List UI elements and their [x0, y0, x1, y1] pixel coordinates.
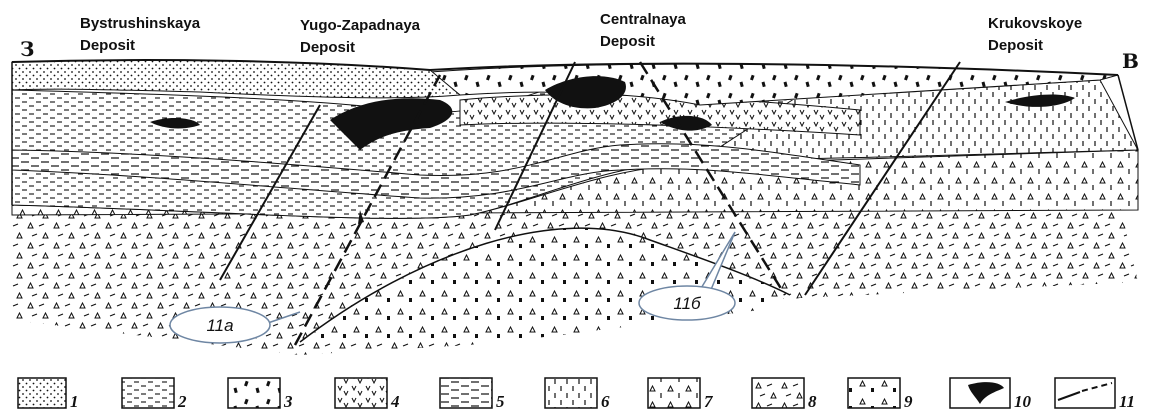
legend: 1 2 3 4 5 6 7 8	[18, 378, 1135, 411]
direction-east-label: В	[1122, 49, 1139, 73]
legend-item-10: 10	[950, 378, 1032, 411]
svg-text:Centralnaya: Centralnaya	[600, 11, 687, 28]
deposit-label-centralnaya: Centralnaya Deposit	[600, 11, 687, 50]
svg-text:7: 7	[704, 392, 714, 411]
legend-item-4: 4	[335, 378, 400, 411]
svg-text:Krukovskoye: Krukovskoye	[988, 15, 1082, 32]
callout-11a-label: 11а	[206, 316, 233, 335]
legend-item-8: 8	[752, 378, 817, 411]
svg-text:11: 11	[1119, 392, 1135, 411]
svg-text:3: 3	[283, 392, 293, 411]
svg-text:8: 8	[808, 392, 817, 411]
legend-item-1: 1	[18, 378, 79, 411]
direction-west-label: З	[20, 37, 34, 61]
legend-item-9: 9	[848, 378, 913, 411]
legend-item-7: 7	[648, 378, 714, 411]
svg-text:Deposit: Deposit	[600, 33, 655, 50]
svg-text:1: 1	[70, 392, 79, 411]
legend-item-3: 3	[228, 378, 293, 411]
svg-text:Deposit: Deposit	[80, 37, 135, 54]
legend-item-6: 6	[545, 378, 610, 411]
svg-text:4: 4	[390, 392, 400, 411]
callout-11b-label: 11б	[673, 294, 702, 313]
svg-text:6: 6	[601, 392, 610, 411]
svg-text:5: 5	[496, 392, 505, 411]
svg-text:Deposit: Deposit	[988, 37, 1043, 54]
svg-text:10: 10	[1014, 392, 1032, 411]
svg-text:9: 9	[904, 392, 913, 411]
svg-text:Deposit: Deposit	[300, 39, 355, 56]
legend-item-5: 5	[440, 378, 505, 411]
deposit-label-yugo-zapadnaya: Yugo-Zapadnaya Deposit	[300, 17, 421, 56]
deposit-label-krukovskoye: Krukovskoye Deposit	[988, 15, 1082, 54]
legend-item-11: 11	[1055, 378, 1135, 411]
svg-text:2: 2	[177, 392, 187, 411]
svg-text:Yugo-Zapadnaya: Yugo-Zapadnaya	[300, 17, 421, 34]
deposit-label-bystrushinskaya: Bystrushinskaya Deposit	[80, 15, 201, 54]
legend-item-2: 2	[122, 378, 187, 411]
svg-text:Bystrushinskaya: Bystrushinskaya	[80, 15, 201, 32]
